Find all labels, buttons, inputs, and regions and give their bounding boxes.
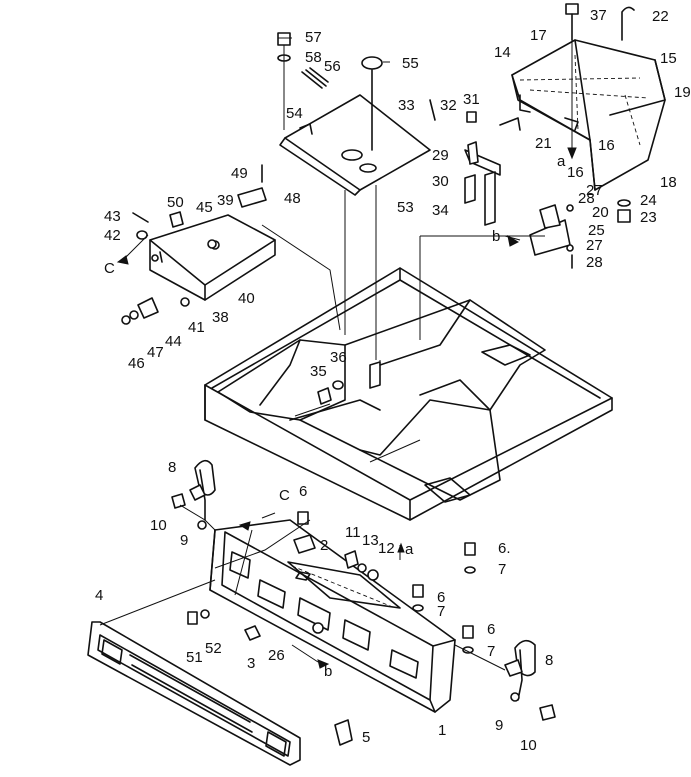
callout-16-b: 16 — [598, 137, 615, 154]
callout-25: 25 — [588, 222, 605, 239]
callout-32: 32 — [440, 97, 457, 114]
callout-16: 16 — [567, 164, 584, 181]
callout-47: 47 — [147, 344, 164, 361]
handrail-left — [189, 459, 216, 521]
callout-34: 34 — [432, 202, 449, 219]
callout-10-b: 10 — [520, 737, 537, 754]
callout-48: 48 — [284, 190, 301, 207]
callout-57: 57 — [305, 29, 322, 46]
callout-21: 21 — [535, 135, 552, 152]
front-panel — [209, 519, 456, 713]
callout-35: 35 — [310, 363, 327, 380]
callout-27-a: 27 — [586, 182, 603, 199]
callout-7-c: 7 — [487, 643, 495, 660]
callout-58: 58 — [305, 49, 322, 66]
callout-9-a: 9 — [180, 532, 188, 549]
callout-6-c: 6 — [437, 589, 445, 606]
callout-6-d: 6 — [487, 621, 495, 638]
ref-a-bottom: a — [405, 541, 414, 558]
callout-40: 40 — [238, 290, 255, 307]
handrail-right — [504, 639, 536, 701]
callout-52: 52 — [205, 640, 222, 657]
callout-9-b: 9 — [495, 717, 503, 734]
callout-26: 26 — [268, 647, 285, 664]
callout-10-a: 10 — [150, 517, 167, 534]
callout-13: 13 — [362, 532, 379, 549]
callout-28-a: 28 — [578, 190, 595, 207]
callout-33: 33 — [398, 97, 415, 114]
callout-29: 29 — [432, 147, 449, 164]
ref-c-left: C — [104, 260, 115, 277]
callout-17: 17 — [530, 27, 547, 44]
callout-39: 39 — [217, 192, 234, 209]
callout-12: 12 — [378, 540, 395, 557]
callout-45: 45 — [196, 199, 213, 216]
callout-38: 38 — [212, 309, 229, 326]
front-grille — [87, 621, 301, 766]
callout-18: 18 — [660, 174, 677, 191]
callout-56: 56 — [324, 58, 341, 75]
callout-53: 53 — [397, 199, 414, 216]
callout-7-a: 7 — [498, 561, 506, 578]
callout-23: 23 — [640, 209, 657, 226]
floor-frame — [204, 267, 613, 521]
callout-5: 5 — [362, 729, 370, 746]
brackets — [464, 117, 571, 256]
callout-14: 14 — [494, 44, 511, 61]
ref-b-top: b — [492, 228, 500, 245]
callout-55: 55 — [402, 55, 419, 72]
hardware — [121, 3, 635, 746]
callout-49: 49 — [231, 165, 248, 182]
callout-51: 51 — [186, 649, 203, 666]
callout-1: 1 — [438, 722, 446, 739]
callout-31: 31 — [463, 91, 480, 108]
callout-24: 24 — [640, 192, 657, 209]
ref-b-bottom: b — [324, 663, 332, 680]
callout-27-b: 27 — [586, 237, 603, 254]
callout-36: 36 — [330, 349, 347, 366]
ref-c-bottom: C — [279, 487, 290, 504]
callout-7-b: 7 — [437, 603, 445, 620]
callout-2: 2 — [320, 537, 328, 554]
callout-15: 15 — [660, 50, 677, 67]
callout-30: 30 — [432, 173, 449, 190]
callout-42: 42 — [104, 227, 121, 244]
floor-plate — [279, 94, 431, 196]
callout-20: 20 — [592, 204, 609, 221]
reference-arrows — [116, 147, 577, 669]
callout-44: 44 — [165, 333, 182, 350]
callout-19: 19 — [674, 84, 691, 101]
callout-22: 22 — [652, 8, 669, 25]
callout-11: 11 — [345, 524, 361, 541]
side-cover — [149, 214, 276, 301]
callout-43: 43 — [104, 208, 121, 225]
callout-4: 4 — [95, 587, 103, 604]
callout-37: 37 — [590, 7, 607, 24]
leader-lines — [99, 37, 573, 671]
callout-8-b: 8 — [545, 652, 553, 669]
callout-3: 3 — [247, 655, 255, 672]
dash-cover — [511, 39, 666, 191]
callout-41: 41 — [188, 319, 205, 336]
callout-54: 54 — [286, 105, 303, 122]
callout-labels: 1 2 3 4 5 6 6. 6 6 7 7 7 8 8 9 9 10 10 1… — [95, 7, 691, 754]
ref-a-top: a — [557, 153, 566, 170]
callout-8-a: 8 — [168, 459, 176, 476]
callout-6-a: 6 — [299, 483, 307, 500]
callout-6-b: 6. — [498, 540, 511, 557]
callout-50: 50 — [167, 194, 184, 211]
callout-28-b: 28 — [586, 254, 603, 271]
callout-46: 46 — [128, 355, 145, 372]
